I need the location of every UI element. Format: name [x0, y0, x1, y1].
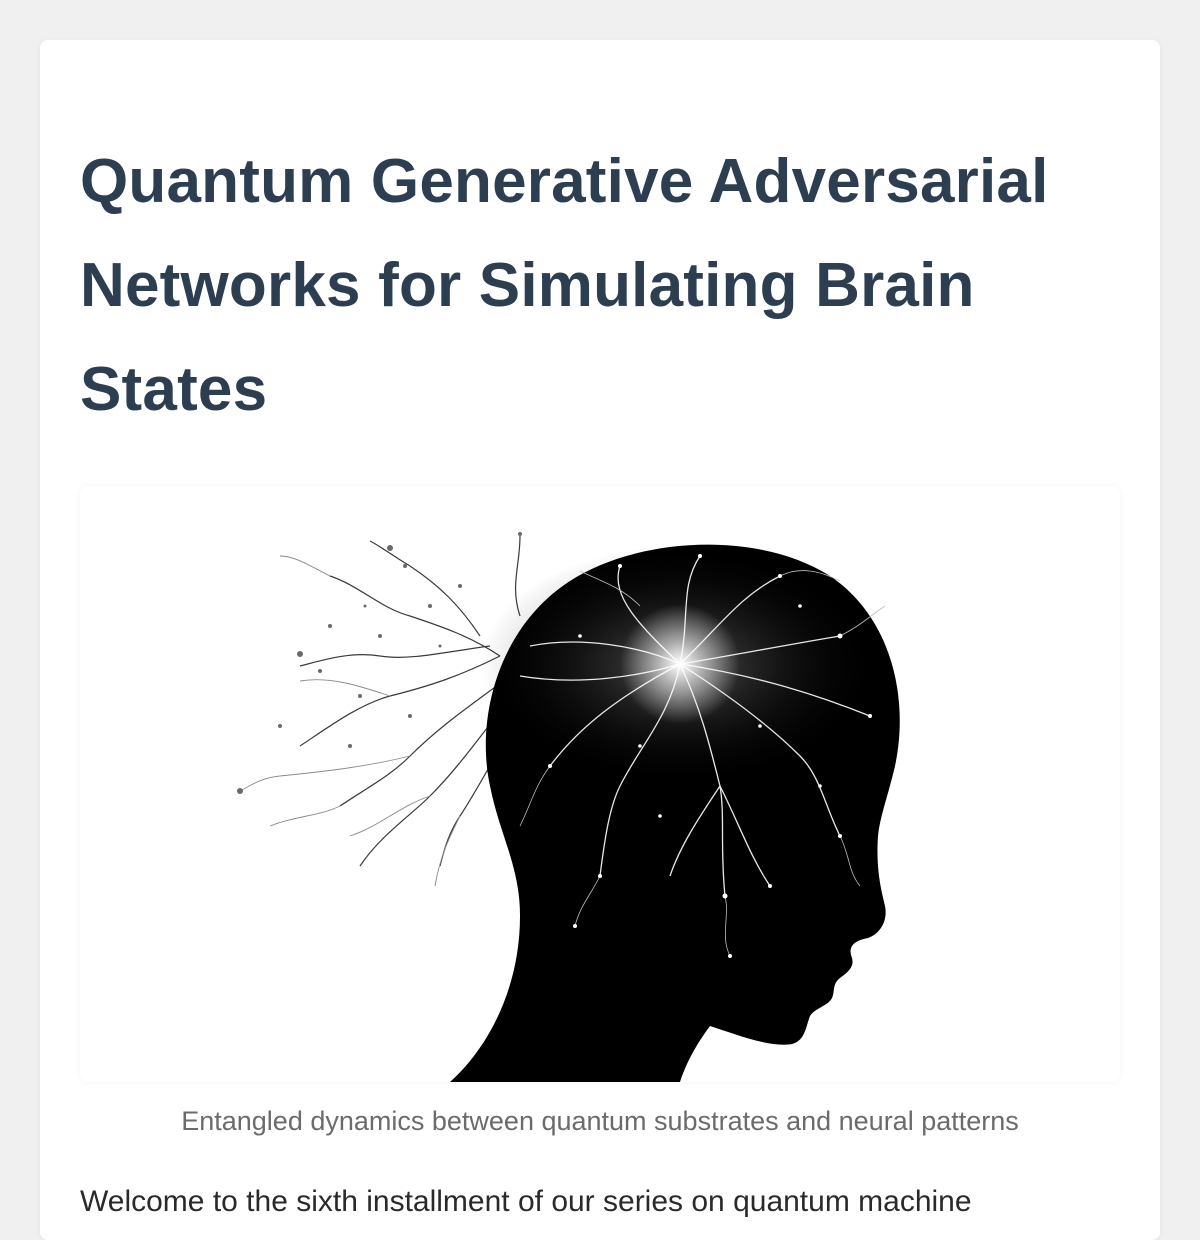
particles: [237, 532, 522, 794]
intro-paragraph: Welcome to the sixth installment of our …: [80, 1185, 972, 1218]
hero-image: [80, 486, 1120, 1082]
article-title: Quantum Generative Adversarial Networks …: [80, 147, 1049, 424]
article-card: Quantum Generative Adversarial Networks …: [40, 40, 1160, 1240]
head-silhouette-illustration: [80, 486, 1120, 1082]
figure-caption: Entangled dynamics between quantum subst…: [181, 1106, 1019, 1136]
